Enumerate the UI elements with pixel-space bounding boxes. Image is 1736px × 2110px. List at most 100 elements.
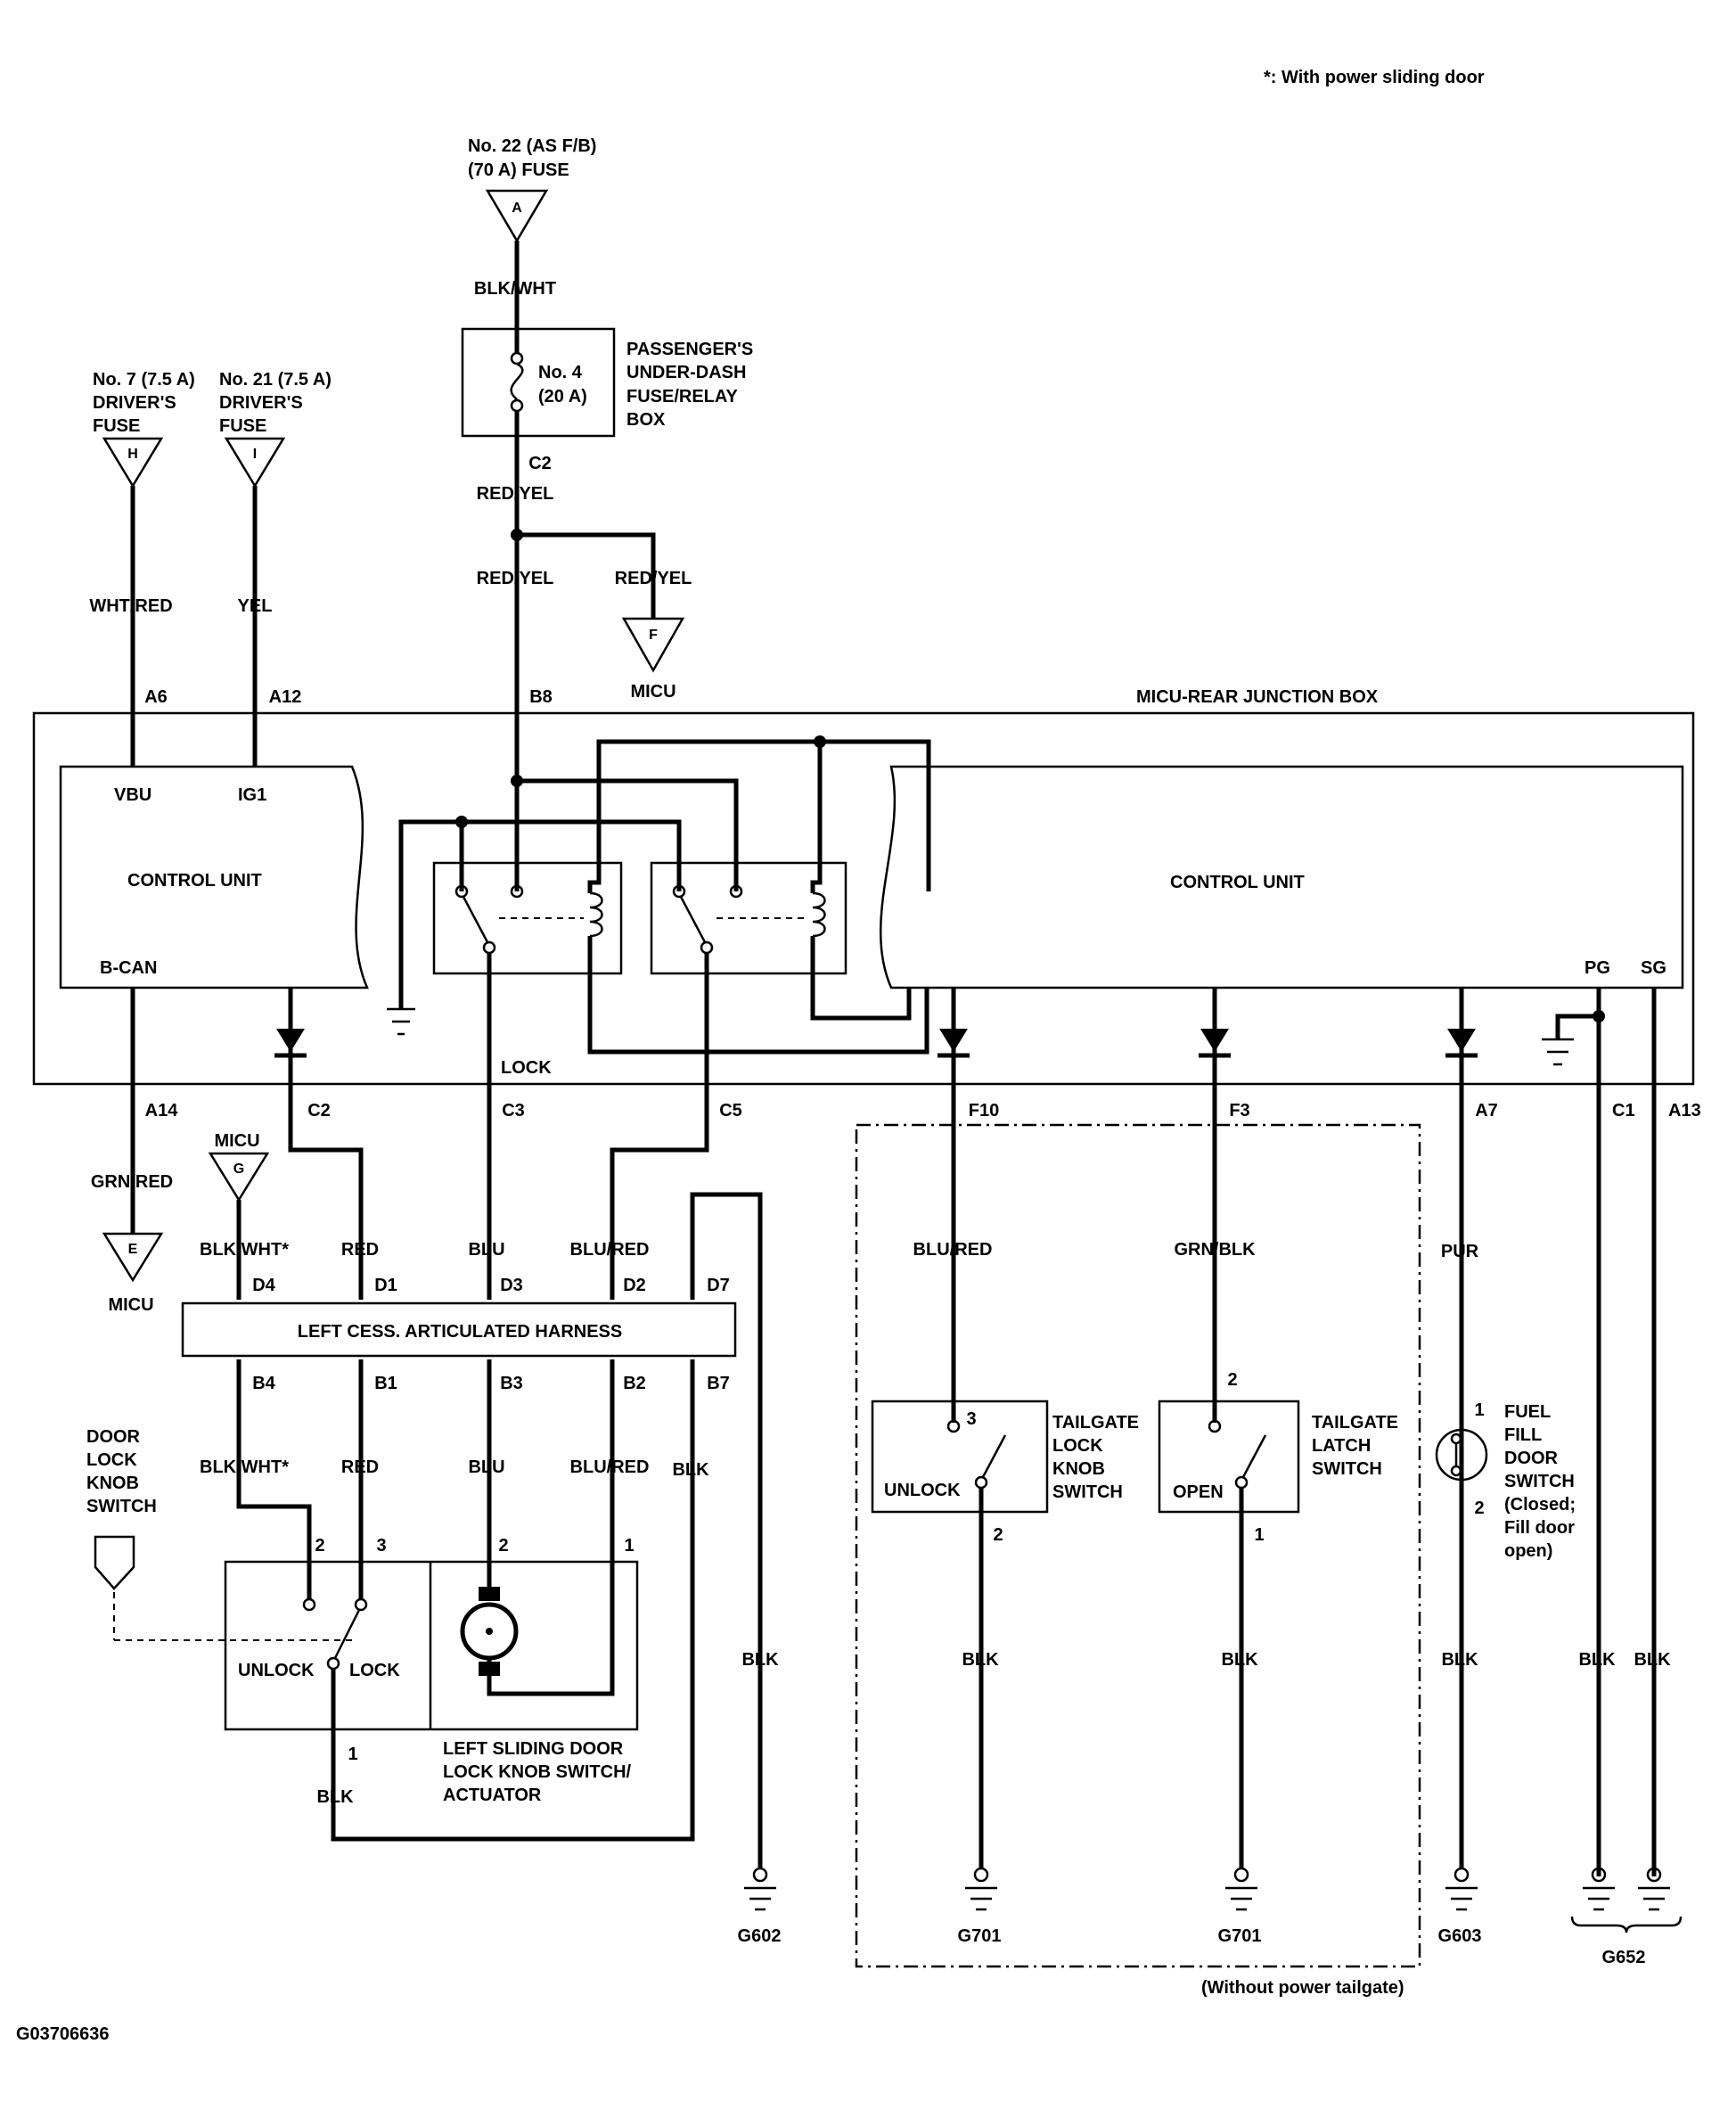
wire-blk-g701-1: BLK [962,1650,999,1670]
svg-text:LEFT SLIDING DOOR: LEFT SLIDING DOOR [443,1739,624,1759]
connector-g: G [208,1152,270,1203]
svg-text:open): open) [1504,1541,1552,1561]
lock-label: LOCK [501,1058,552,1078]
pin-a14: A14 [145,1101,179,1121]
door-lock-knob-switch [94,1535,135,1590]
fuel-fill-door-switch [1435,1428,1488,1482]
tailgate-latch-switch [1158,1400,1300,1514]
harness-label: LEFT CESS. ARTICULATED HARNESS [298,1322,622,1342]
svg-text:SWITCH: SWITCH [1504,1472,1575,1491]
g701-label-2: G701 [1218,1926,1262,1946]
lock-relay-coil [587,739,931,1055]
svg-text:SWITCH: SWITCH [1312,1459,1382,1479]
articulated-harness [181,1301,737,1358]
pin-a7: A7 [1475,1101,1498,1121]
actuator-label: LEFT SLIDING DOOR LOCK KNOB SWITCH/ ACTU… [443,1739,632,1805]
unlock-label-tailgate: UNLOCK [884,1481,961,1500]
svg-text:FUEL: FUEL [1504,1402,1551,1422]
svg-text:TAILGATE: TAILGATE [1312,1413,1398,1433]
tailgate-section [855,1123,1421,1968]
ground-g652 [1570,1867,1683,1933]
pg-label: PG [1585,958,1610,978]
wire-red-2: RED [341,1457,379,1477]
svg-text:LOCK: LOCK [86,1450,137,1470]
pin-f3: F3 [1229,1101,1249,1121]
svg-text:LATCH: LATCH [1312,1436,1371,1456]
pin-c1: C1 [1612,1101,1635,1121]
pin-3-tailgate: 3 [966,1409,976,1429]
pin-2-latch: 2 [1227,1370,1237,1390]
junction-ground-left [387,1007,415,1036]
pin-c2-bottom: C2 [307,1101,331,1121]
svg-text:(70 A) FUSE: (70 A) FUSE [468,160,569,180]
wire-red-yel-2: RED/YEL [477,569,554,588]
pin-c5: C5 [719,1101,742,1121]
pin-1-actuator: 1 [348,1745,357,1764]
wire-blk-g701-2: BLK [1221,1650,1258,1670]
wire-grn-red: GRN/RED [91,1172,173,1192]
pin-3-actuator: 3 [376,1536,386,1556]
connector-h: H [102,437,164,489]
pin-b8: B8 [529,687,553,707]
wire-pur: PUR [1441,1242,1479,1261]
wire-blk-harness: BLK [672,1460,709,1480]
g652-label: G652 [1602,1948,1646,1967]
svg-text:FUSE: FUSE [219,416,266,436]
micu-label-e: MICU [108,1295,153,1315]
diode-f10 [938,988,970,1114]
fuse4-rating-l2: (20 A) [538,387,587,406]
svg-text:LOCK: LOCK [1052,1436,1103,1456]
ground-g603 [1445,1867,1478,1911]
g701-label-1: G701 [958,1926,1002,1946]
pin-a12: A12 [269,687,302,707]
svg-text:(Closed;: (Closed; [1504,1495,1576,1515]
without-power-tailgate-label: (Without power tailgate) [1201,1978,1404,1998]
svg-text:No. 22 (AS F/B): No. 22 (AS F/B) [468,136,596,156]
pin-2-fuel: 2 [1474,1498,1484,1518]
tailgate-lock-knob-switch [871,1400,1049,1514]
pin-1-latch: 1 [1254,1525,1264,1545]
svg-text:PASSENGER'S: PASSENGER'S [626,340,753,359]
pin-2-actuator: 2 [315,1536,324,1556]
sg-label: SG [1641,958,1666,978]
lock-label-actuator: LOCK [349,1661,400,1680]
svg-text:KNOB: KNOB [1052,1459,1105,1479]
g603-label: G603 [1438,1926,1482,1946]
svg-text:SWITCH: SWITCH [86,1497,157,1516]
pin-b4: B4 [252,1374,275,1393]
figure-id: G03706636 [16,2024,110,2044]
wire-red-yel-1: RED/YEL [477,484,554,504]
fuse4-rating-l1: No. 4 [538,363,583,382]
svg-text:No. 21 (7.5 A): No. 21 (7.5 A) [219,370,332,390]
wire-blk-wht-star-1: BLK/WHT* [200,1240,289,1260]
wire-wht-red: WHT/RED [89,596,172,616]
under-dash-fuse-box [461,327,616,438]
fuse-h-label: No. 7 (7.5 A) DRIVER'S FUSE [93,370,195,436]
motor-icon [460,1587,519,1676]
svg-text:FILL: FILL [1504,1425,1542,1445]
fuse-i-label: No. 21 (7.5 A) DRIVER'S FUSE [219,370,332,436]
micu-label-f: MICU [630,682,676,702]
bcan-label: B-CAN [100,958,157,978]
tailgate-latch-switch-label: TAILGATE LATCH SWITCH [1312,1413,1398,1479]
svg-text:DRIVER'S: DRIVER'S [93,393,176,413]
svg-text:FUSE: FUSE [93,416,140,436]
svg-text:DRIVER'S: DRIVER'S [219,393,303,413]
ig1-label: IG1 [238,785,266,805]
wire-grn-blk: GRN/BLK [1174,1240,1256,1260]
svg-text:G: G [233,1162,244,1177]
micu-rear-junction-box [32,711,1695,1086]
wire-yel: YEL [238,596,273,616]
wire-blk-wht-star-2: BLK/WHT* [200,1457,289,1477]
svg-text:Fill door: Fill door [1504,1518,1575,1538]
wire-blu-1: BLU [468,1240,504,1260]
svg-text:TAILGATE: TAILGATE [1052,1413,1139,1433]
connector-f: F [621,617,685,673]
connector-a: A [485,189,549,243]
pin-b3: B3 [500,1374,523,1393]
diode-f3 [1199,988,1231,1114]
pin-1-fuel: 1 [1474,1400,1484,1420]
diode-a7 [1445,988,1478,1114]
svg-text:E: E [128,1242,138,1257]
